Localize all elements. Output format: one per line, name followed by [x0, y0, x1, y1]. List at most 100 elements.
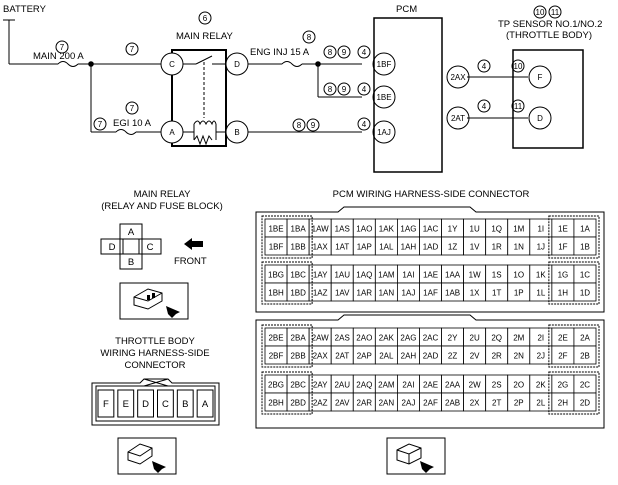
pcm-pin-label: 2AR [357, 399, 373, 408]
throttle-pin-cell [157, 389, 174, 418]
pcm-pin-label: 2N [514, 352, 524, 361]
relay-cell-b: B [128, 257, 134, 268]
pcm-pin-label: 1AF [423, 289, 438, 298]
pcm-pin-label: 1Q [491, 225, 502, 234]
pcm-pin-label: 2AV [335, 399, 350, 408]
pcm-pin-cell [573, 345, 597, 365]
pcm-pin-label: 1AU [334, 271, 350, 280]
pcm-pin-label: 1AG [400, 225, 416, 234]
pcm-pin-1be: 1BE [376, 93, 391, 102]
pcm-pin-label: 1AR [357, 289, 373, 298]
pcm-pin-label: 2I [537, 334, 544, 343]
pcm-pin-label: 2S [492, 381, 502, 390]
pcm-pin-label: 1N [514, 243, 524, 252]
pcm-pin-label: 2R [492, 352, 502, 361]
egi-fuse-label: EGI 10 A [113, 118, 152, 129]
pcm-pin-label: 2AO [356, 334, 372, 343]
pcm-connector-title: PCM WIRING HARNESS-SIDE CONNECTOR [333, 189, 530, 200]
pcm-pin-label: 2AD [423, 352, 439, 361]
pcm-pin-label: 1W [469, 271, 481, 280]
pcm-connector-icon [386, 437, 446, 475]
pcm-pin-label: 2G [558, 381, 569, 390]
pcm-pin-label: 1AJ [402, 289, 416, 298]
pcm-pin-label: 1BA [291, 225, 307, 234]
relay-cell-c: C [147, 242, 154, 253]
tp-pin-d: D [537, 114, 543, 123]
pin-labels: C D A B 1BF 1BE 1AJ 2AX 2AT F D [169, 60, 543, 137]
pcm-pin-label: 1M [513, 225, 524, 234]
throttle-pin-cell [196, 389, 214, 418]
throttle-connector-icon [117, 437, 177, 475]
svg-text:10: 10 [514, 62, 523, 71]
pcm-pin-label: 1AA [445, 271, 461, 280]
pcm-pin-label: 1BD [290, 289, 306, 298]
pcm-pin-label: 1U [470, 225, 480, 234]
pcm-pin-label: 2AL [379, 352, 394, 361]
pcm-pin-label: 2F [558, 352, 567, 361]
pcm-pin-label: 2BC [290, 381, 306, 390]
svg-text:11: 11 [551, 8, 560, 17]
pcm-pin-label: 2AI [402, 381, 414, 390]
svg-text:8: 8 [328, 48, 333, 57]
pcm-pin-label: 2T [492, 399, 501, 408]
relay-block-view: MAIN RELAY (RELAY AND FUSE BLOCK) A D C … [100, 189, 223, 320]
pcm-pin-label: 1E [558, 225, 568, 234]
pcm-pin-label: 2AN [379, 399, 395, 408]
throttle-pin-label: D [142, 399, 149, 410]
pcm-pin-label: 2BH [268, 399, 284, 408]
relay-cell-d: D [109, 242, 116, 253]
pcm-pin-label: 2AH [401, 352, 417, 361]
pcm-pin-label: 2BF [269, 352, 284, 361]
schematic [3, 5, 584, 173]
pcm-pin-label: 1G [558, 271, 569, 280]
pcm-pin-label: 2X [470, 399, 480, 408]
svg-text:9: 9 [311, 121, 316, 130]
pcm-pin-label: 2U [470, 334, 480, 343]
pcm-pin-label: 1AO [356, 225, 372, 234]
pcm-pin-1aj: 1AJ [377, 128, 391, 137]
throttle-pin-label: F [103, 399, 109, 410]
pcm-pin-label: 2BE [268, 334, 283, 343]
svg-text:11: 11 [514, 102, 523, 111]
svg-text:8: 8 [328, 85, 333, 94]
svg-text:7: 7 [130, 45, 135, 54]
throttle-title-2: WIRING HARNESS-SIDE [100, 348, 209, 359]
svg-text:4: 4 [362, 120, 367, 129]
pcm-pin-label: 1Z [448, 243, 457, 252]
pcm-pin-2ax: 2AX [450, 73, 466, 82]
throttle-title-3: CONNECTOR [124, 360, 185, 371]
svg-text:4: 4 [482, 62, 487, 71]
pcm-pin-label: 2AF [423, 399, 438, 408]
pcm-pin-label: 1BC [290, 271, 306, 280]
pcm-pin-label: 2BA [291, 334, 307, 343]
inj-fuse-label: ENG INJ 15 A [250, 47, 310, 58]
pcm-title: PCM [396, 4, 417, 15]
relay-pin-d: D [234, 60, 240, 69]
pcm-pin-label: 2BB [291, 352, 306, 361]
pcm-pin-label: 2K [536, 381, 546, 390]
pcm-pin-label: 1F [558, 243, 567, 252]
svg-text:6: 6 [203, 14, 208, 23]
throttle-connector-view: THROTTLE BODY WIRING HARNESS-SIDE CONNEC… [91, 336, 220, 475]
pcm-pin-label: 2AT [335, 352, 349, 361]
pcm-pin-label: 2AZ [313, 399, 328, 408]
relay-pin-a: A [169, 128, 175, 137]
pcm-pin-label: 2Z [448, 352, 457, 361]
svg-text:4: 4 [362, 48, 367, 57]
throttle-pin-label: B [182, 399, 188, 410]
pcm-pin-label: 2V [470, 352, 480, 361]
pcm-pin-label: 2P [514, 399, 524, 408]
pcm-pin-label: 2AX [313, 352, 329, 361]
pcm-pin-label: 1AN [379, 289, 395, 298]
pcm-pin-1bf: 1BF [377, 60, 392, 69]
pcm-pin-label: 1AH [401, 243, 417, 252]
pcm-pin-cell [573, 282, 597, 302]
pcm-pin-label: 2AB [445, 399, 460, 408]
relay-connector-icon [119, 282, 189, 320]
pcm-pin-label: 1H [558, 289, 568, 298]
pcm-pin-label: 1AX [313, 243, 329, 252]
throttle-pin-label: A [202, 399, 209, 410]
tp-title-1: TP SENSOR NO.1/NO.2 [498, 19, 602, 30]
pcm-pin-label: 2J [537, 352, 545, 361]
